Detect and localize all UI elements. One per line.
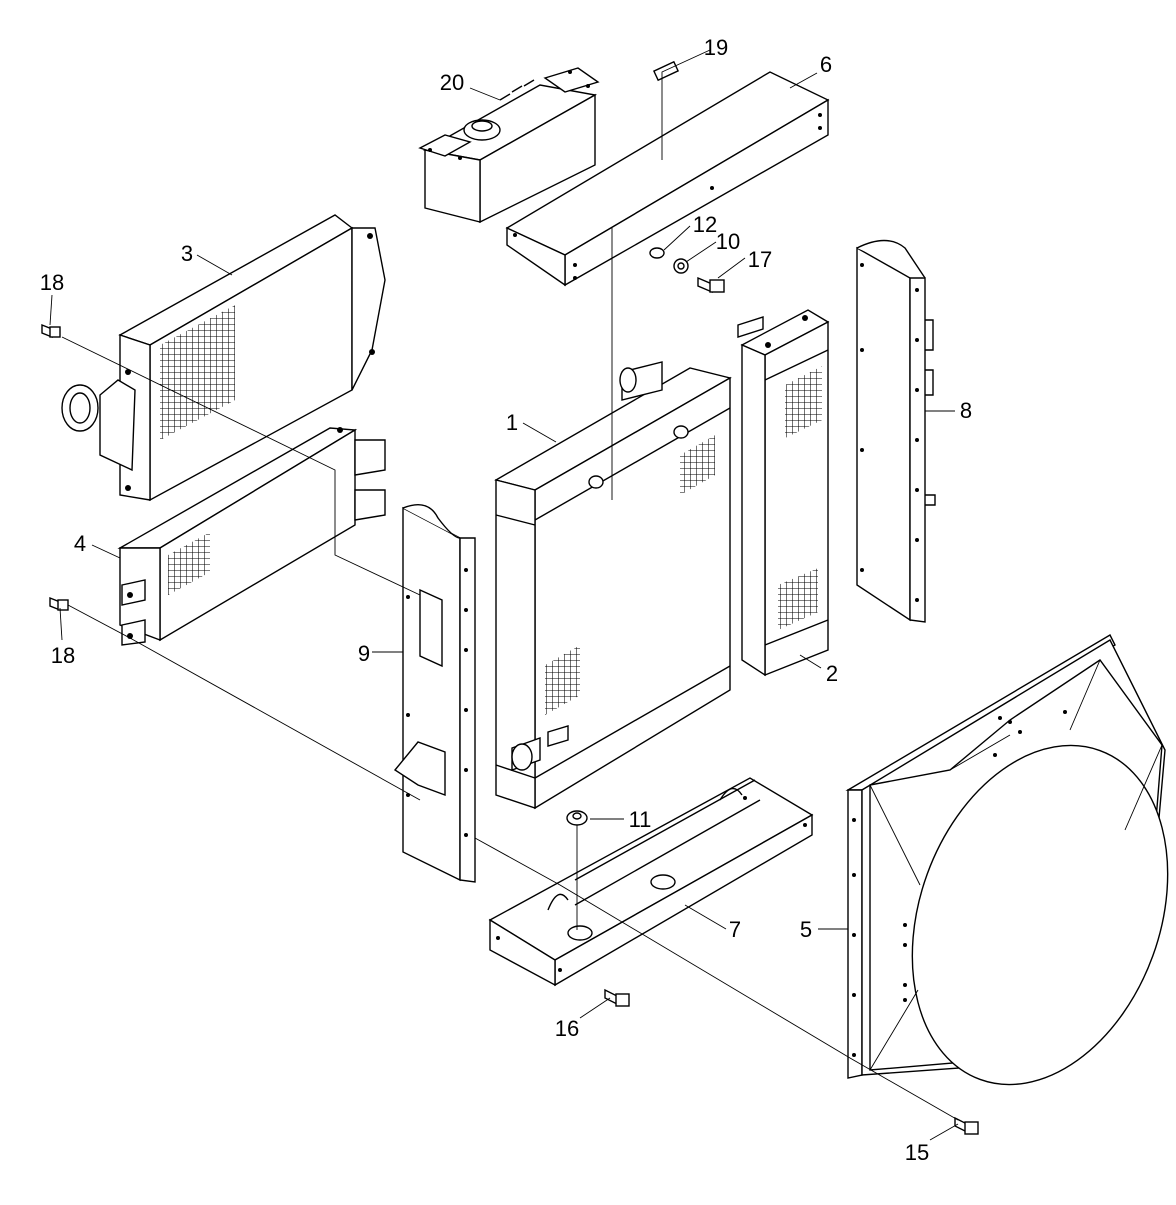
callout-20: 20 xyxy=(440,70,464,95)
part-6-top-bracket xyxy=(505,60,830,287)
callout-11: 11 xyxy=(629,807,652,832)
callout-18-upper: 18 xyxy=(40,270,64,295)
callout-16: 16 xyxy=(555,1016,579,1041)
part-20-expansion-tank xyxy=(418,67,600,224)
callout-4: 4 xyxy=(74,531,86,556)
part-10-nut xyxy=(673,258,689,274)
callout-labels: 1 2 3 4 5 6 7 8 9 10 11 12 15 16 17 18 1… xyxy=(40,35,972,1165)
callout-2: 2 xyxy=(826,661,838,686)
callout-10: 10 xyxy=(716,229,740,254)
part-3-intercooler xyxy=(61,214,386,502)
callout-3: 3 xyxy=(181,241,193,266)
callout-15: 15 xyxy=(905,1140,929,1165)
part-18-bolt-upper xyxy=(41,323,61,339)
callout-7: 7 xyxy=(729,917,741,942)
callout-6: 6 xyxy=(820,52,832,77)
part-2-side-cooler xyxy=(737,309,830,677)
callout-9: 9 xyxy=(358,641,370,666)
callout-1: 1 xyxy=(506,410,518,435)
part-4-oil-cooler xyxy=(117,427,386,646)
part-15-bolt xyxy=(954,1116,979,1135)
part-9-side-bracket xyxy=(393,504,476,883)
callout-19: 19 xyxy=(704,35,728,60)
callout-12: 12 xyxy=(693,212,717,237)
part-18-bolt-lower xyxy=(49,596,69,612)
part-8-vertical-bracket xyxy=(856,239,936,623)
callout-8: 8 xyxy=(960,398,972,423)
leader-lines xyxy=(49,49,959,1141)
callout-5: 5 xyxy=(800,917,812,942)
part-11-mount xyxy=(566,810,588,826)
part-5-fan-shroud xyxy=(845,634,1169,1086)
callout-18-lower: 18 xyxy=(51,643,75,668)
part-1-radiator xyxy=(494,361,732,810)
callout-17: 17 xyxy=(748,247,772,272)
part-16-bolt xyxy=(604,988,630,1007)
part-17-bolt xyxy=(697,276,725,294)
part-7-bottom-cradle xyxy=(488,777,814,987)
assembly-lines xyxy=(61,228,959,1121)
part-12-washer xyxy=(649,247,665,259)
